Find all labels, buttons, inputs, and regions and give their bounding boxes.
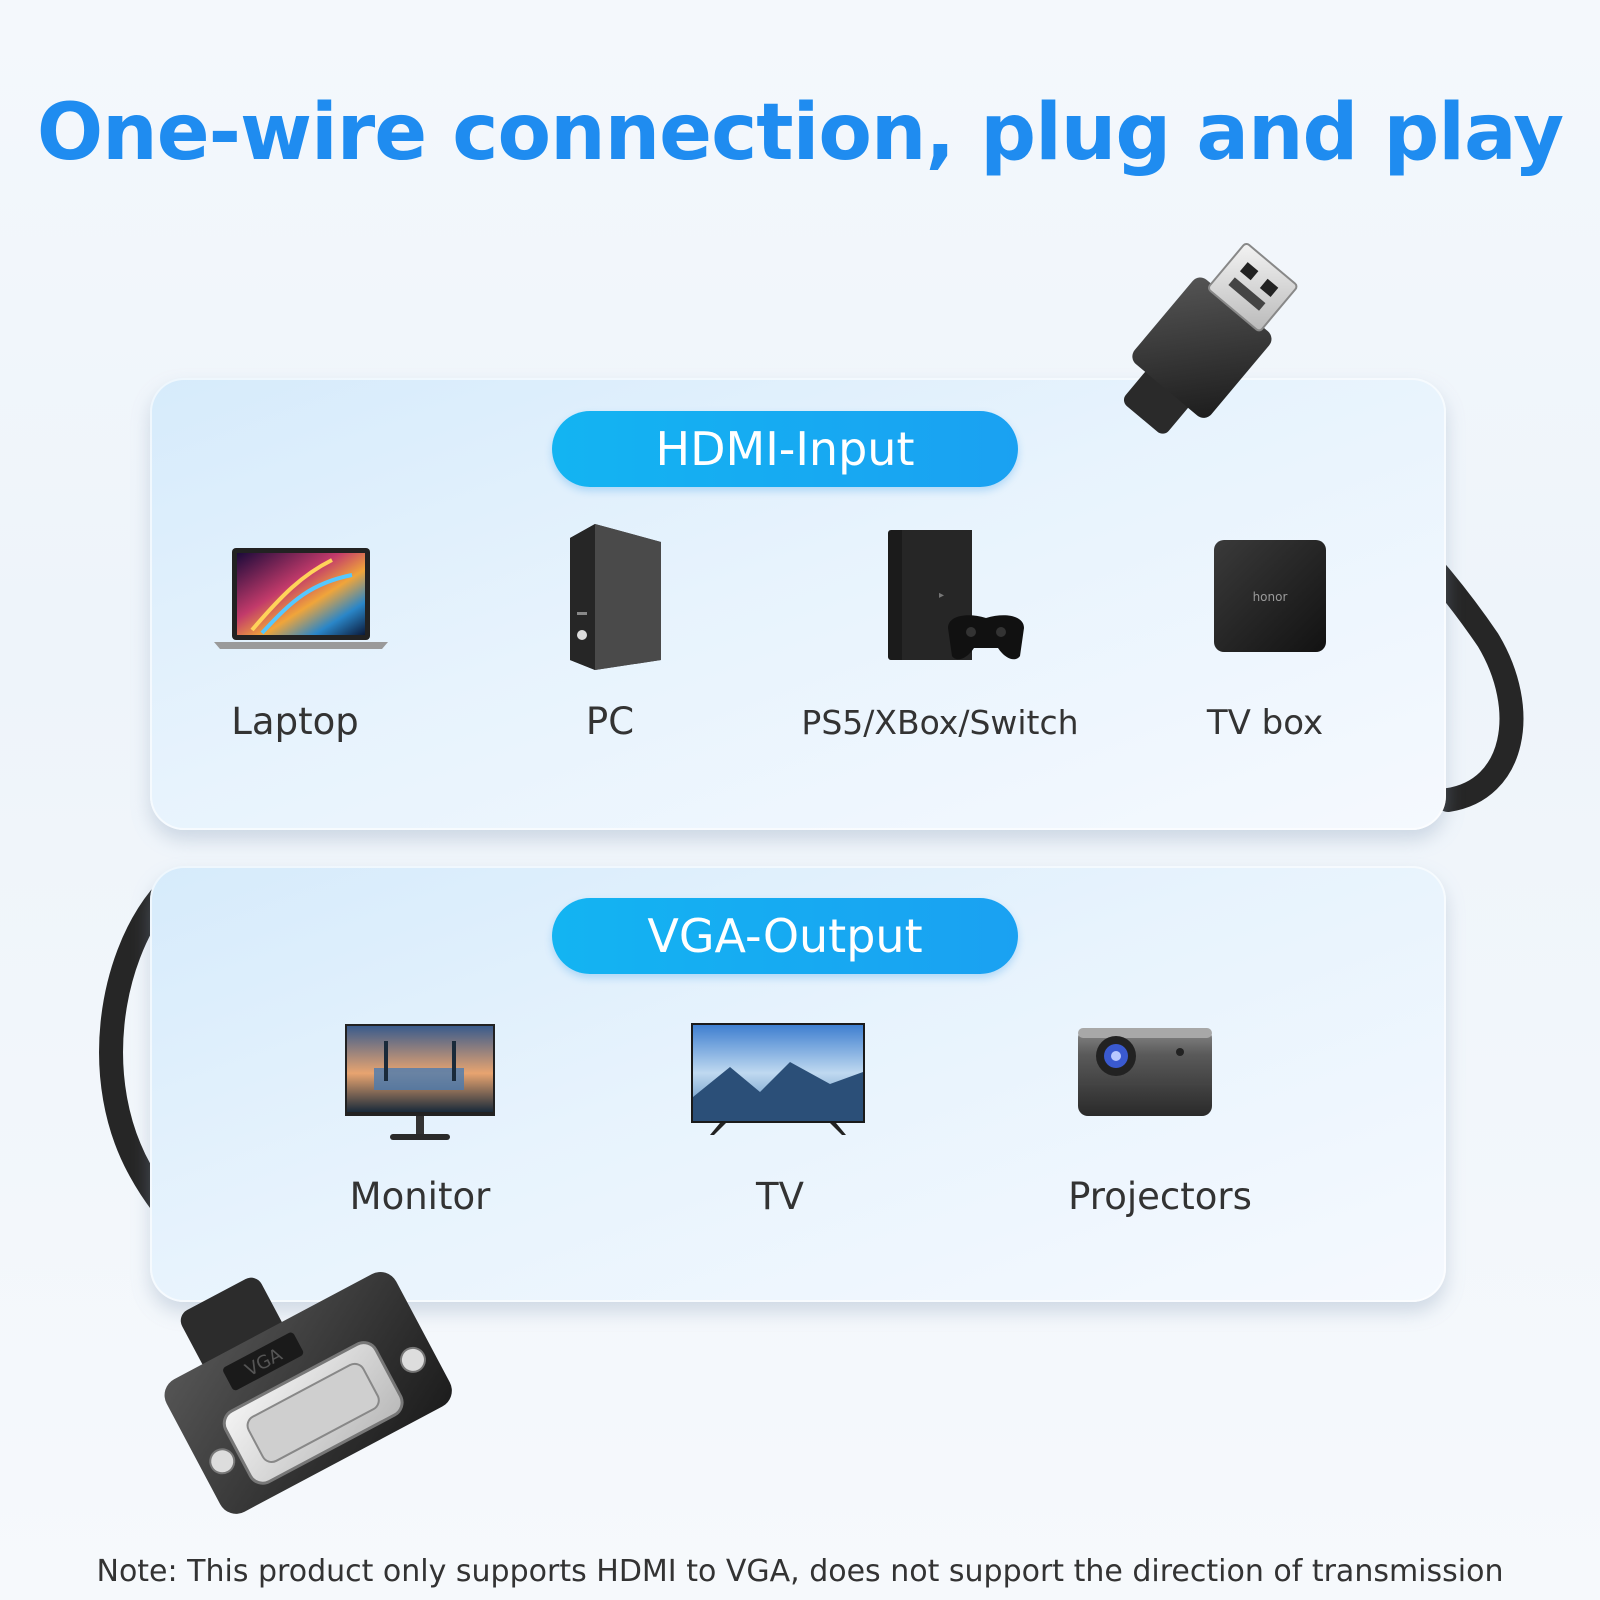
monitor-icon (345, 1024, 495, 1140)
game-console-icon: ▸ (888, 530, 1024, 660)
device-label-tv-box: TV box (1206, 703, 1324, 743)
hdmi-input-badge: HDMI-Input (552, 411, 1018, 487)
device-label-monitor: Monitor (349, 1175, 491, 1218)
headline: One-wire connection, plug and play (36, 88, 1564, 178)
device-label-pc: PC (585, 700, 635, 743)
laptop-icon (214, 548, 388, 649)
projector-icon (1078, 1028, 1212, 1116)
hdmi-plug-icon (1123, 242, 1298, 434)
device-label-console: PS5/XBox/Switch (801, 703, 1079, 742)
device-label-laptop: Laptop (231, 700, 359, 743)
device-label-projectors: Projectors (1068, 1175, 1252, 1218)
pc-tower-icon (570, 524, 661, 670)
tv-box-brand: honor (1253, 590, 1288, 604)
tv-box-icon: honor (1214, 540, 1326, 652)
vga-output-badge: VGA-Output (552, 898, 1018, 974)
footnote: Note: This product only supports HDMI to… (96, 1554, 1504, 1589)
vga-plug-icon: VGA (164, 1272, 452, 1514)
device-label-tv: TV (756, 1175, 804, 1218)
svg-text:▸: ▸ (939, 590, 944, 601)
tv-icon (691, 1023, 865, 1135)
